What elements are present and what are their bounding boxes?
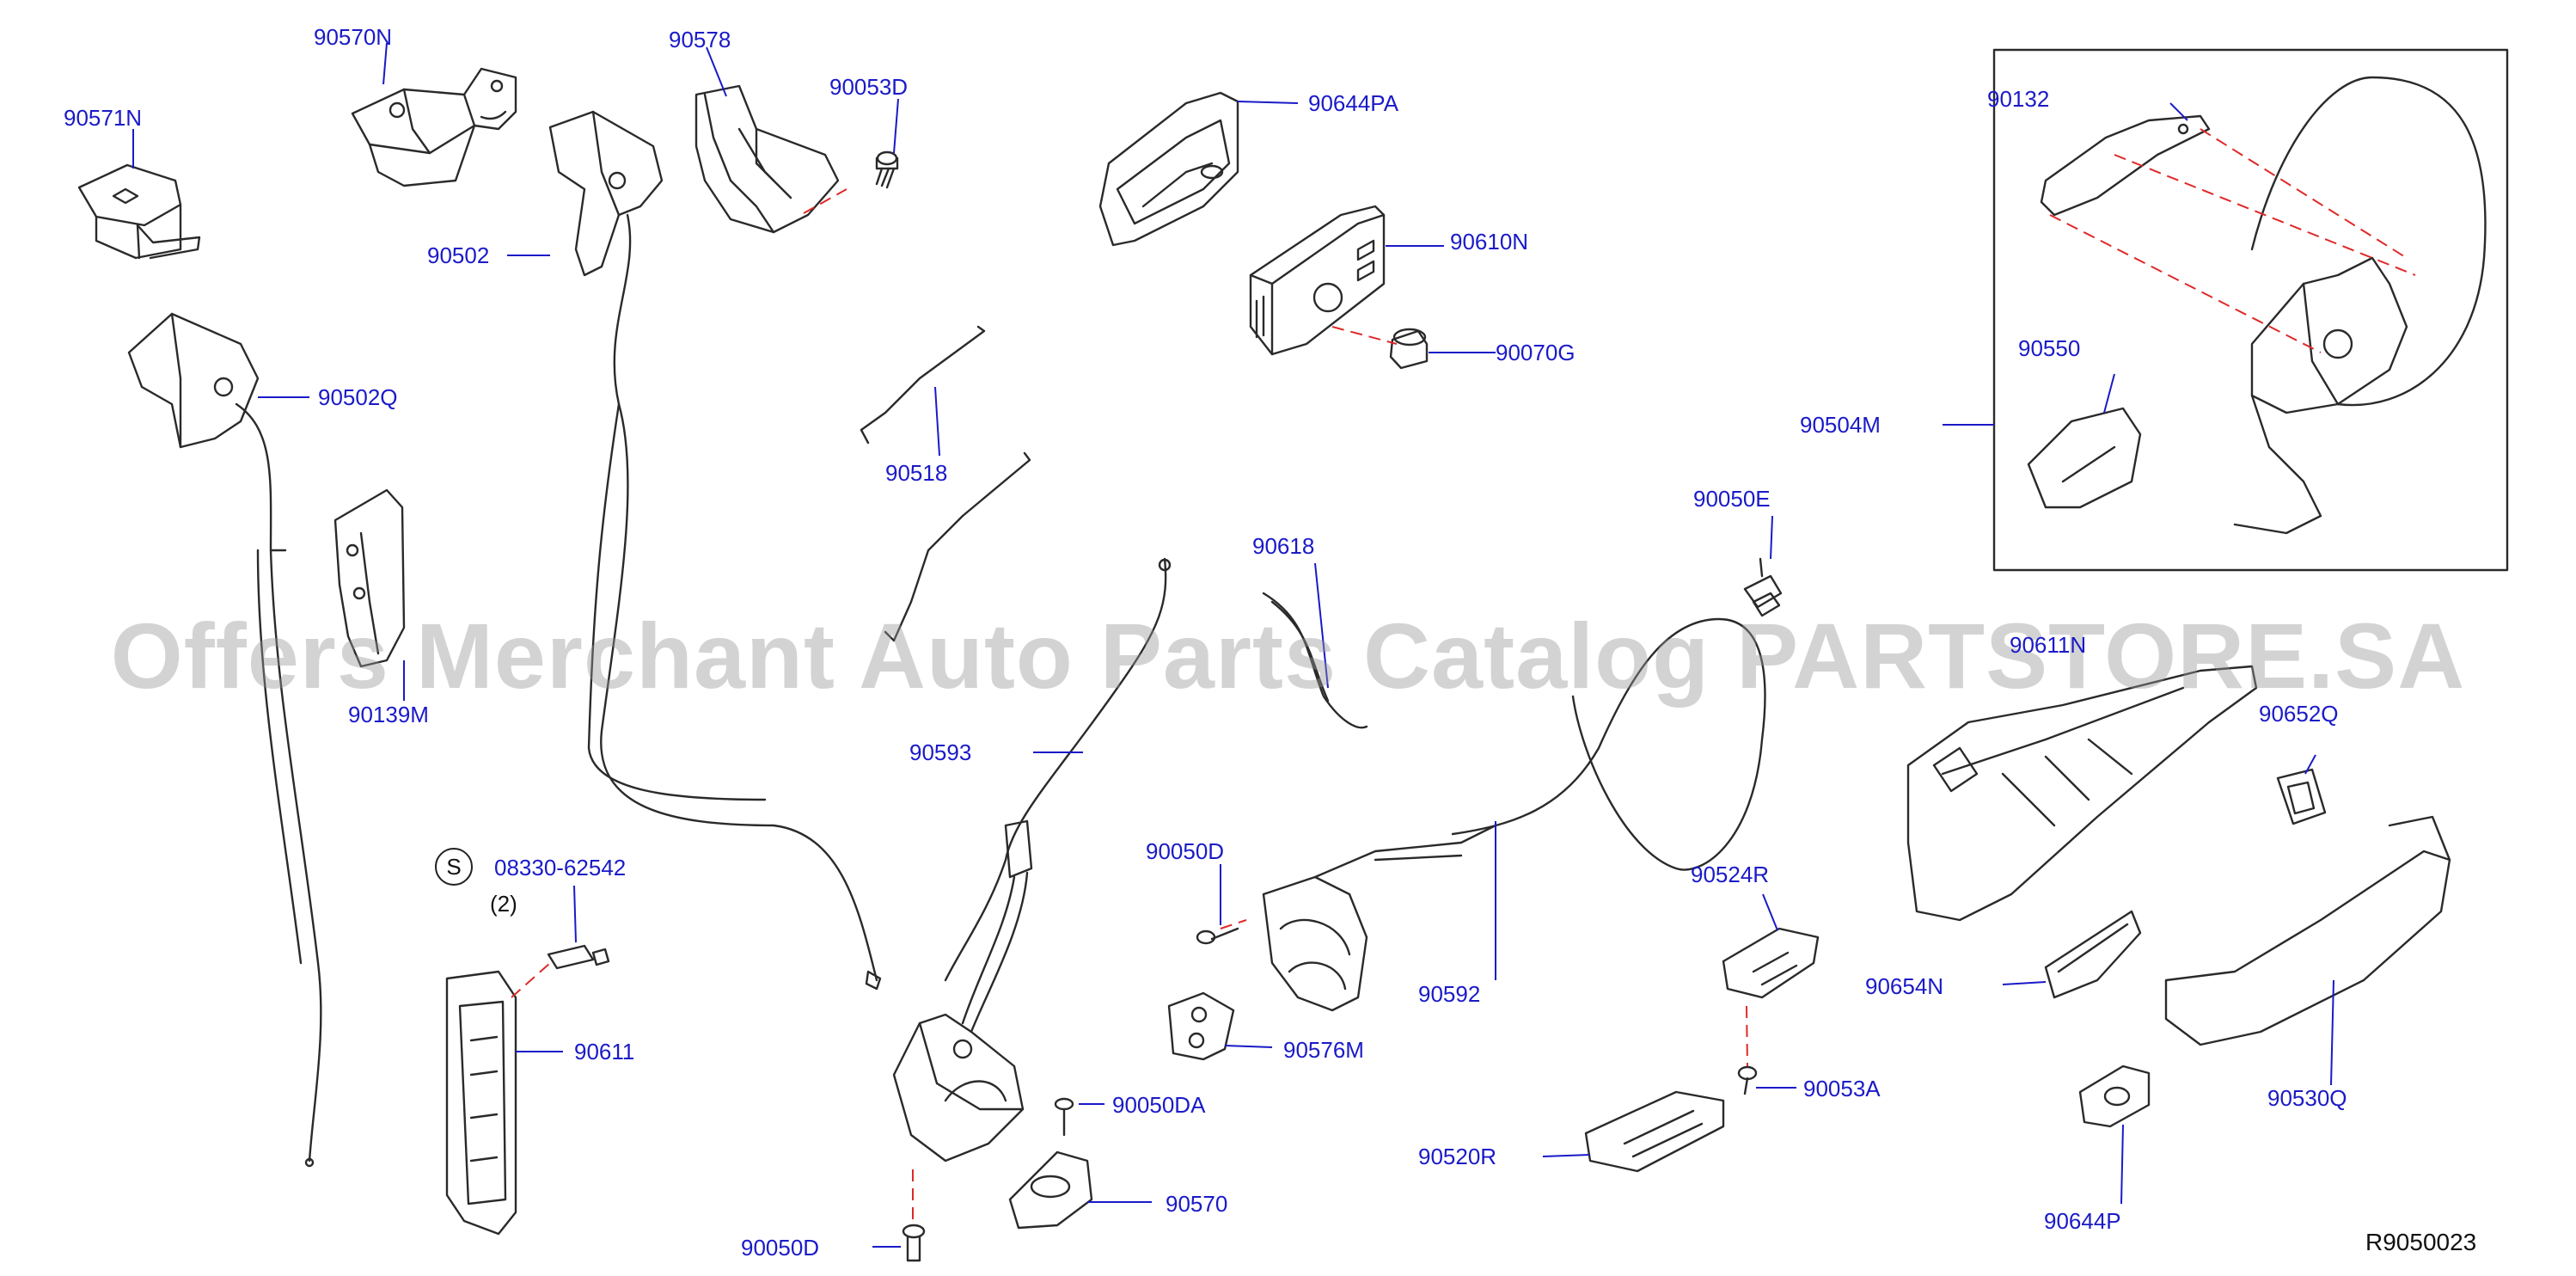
part-label-90518[interactable]: 90518	[885, 460, 948, 486]
outside-handle-90530q-icon	[2164, 815, 2451, 1046]
part-label-90644pa[interactable]: 90644PA	[1308, 90, 1399, 116]
screw-quantity-text: (2)	[490, 891, 517, 917]
screw-90050da-icon	[1054, 1097, 1074, 1137]
part-label-90502[interactable]: 90502	[427, 242, 490, 268]
bracket-90571n-icon	[77, 163, 201, 260]
screw-symbol-badge: S	[435, 848, 473, 886]
part-label-90610n[interactable]: 90610N	[1450, 229, 1529, 255]
bracket-90132-icon	[2040, 114, 2211, 217]
rod-90502q-icon	[127, 312, 322, 1168]
part-label-90050da[interactable]: 90050DA	[1112, 1092, 1206, 1118]
part-label-90520r[interactable]: 90520R	[1418, 1144, 1497, 1169]
part-label-90644p[interactable]: 90644P	[2044, 1208, 2121, 1234]
part-label-90132[interactable]: 90132	[1987, 86, 2050, 112]
inside-handle-90644pa-icon	[1098, 91, 1239, 247]
part-label-90592[interactable]: 90592	[1418, 981, 1481, 1007]
gasket-90652q-icon	[2276, 768, 2327, 825]
bracket-90139m-icon	[333, 488, 406, 668]
part-label-90652q[interactable]: 90652Q	[2259, 701, 2339, 727]
part-label-90070g[interactable]: 90070G	[1496, 340, 1576, 365]
part-label-90504m[interactable]: 90504M	[1800, 412, 1881, 438]
part-label-90524r[interactable]: 90524R	[1691, 862, 1770, 887]
bolt-90050d-bottom-icon	[902, 1224, 926, 1262]
part-label-90611[interactable]: 90611	[574, 1039, 635, 1064]
part-label-90611n[interactable]: 90611N	[2010, 632, 2087, 658]
handle-base-90611-icon	[445, 970, 517, 1236]
part-label-90053d[interactable]: 90053D	[829, 74, 909, 100]
part-label-90139m[interactable]: 90139M	[348, 702, 429, 727]
lock-cable-90502-icon	[548, 110, 882, 991]
door-latch-icon	[892, 819, 1033, 1163]
screw-08330-62542-icon	[547, 944, 610, 970]
part-label-90570[interactable]: 90570	[1166, 1191, 1228, 1217]
diagram-code: R9050023	[2365, 1229, 2477, 1255]
screw-90050d-mid-icon	[1196, 927, 1239, 945]
clip-90618-icon	[1262, 592, 1368, 729]
plate-90576m-icon	[1167, 991, 1235, 1061]
part-label-90578[interactable]: 90578	[669, 27, 731, 52]
part-label-90570n[interactable]: 90570N	[314, 24, 393, 50]
outside-handle-frame-90611n-icon	[1906, 665, 2258, 922]
rod-90518-icon	[860, 325, 1031, 642]
cover-90578-icon	[694, 84, 840, 234]
bracket-90524r-icon	[1722, 927, 1820, 999]
part-label-90050d-mid[interactable]: 90050D	[1146, 838, 1225, 864]
part-label-90530q[interactable]: 90530Q	[2267, 1085, 2347, 1111]
watermark-text: Offers Merchant Auto Parts Catalog PARTS…	[110, 604, 2466, 708]
bracket-90570n-icon	[351, 67, 517, 187]
part-label-90576m[interactable]: 90576M	[1283, 1037, 1364, 1063]
screw-90053a-icon	[1737, 1065, 1758, 1095]
part-label-90571n[interactable]: 90571N	[64, 105, 143, 131]
part-label-90593[interactable]: 90593	[909, 739, 972, 765]
part-label-90050e[interactable]: 90050E	[1693, 486, 1771, 512]
part-label-08330-62542[interactable]: 08330-62542	[494, 855, 627, 880]
clip-90050e-icon	[1743, 557, 1783, 609]
part-label-90053a[interactable]: 90053A	[1803, 1076, 1881, 1101]
part-label-90502q[interactable]: 90502Q	[318, 384, 398, 410]
cap-90644p-icon	[2078, 1064, 2151, 1128]
part-label-90618[interactable]: 90618	[1252, 533, 1315, 559]
cable-90592-icon	[1451, 592, 1781, 871]
latch-assembly-90504m-icon	[1992, 48, 2509, 572]
screw-90053d-icon	[875, 150, 899, 189]
actuator-90610n-icon	[1249, 205, 1386, 356]
actuator-90550-icon	[2027, 407, 2142, 509]
gasket-90654n-icon	[2044, 910, 2142, 999]
striker-90570-icon	[1008, 1150, 1093, 1230]
gasket-90520r-icon	[1584, 1090, 1725, 1173]
latch-housing-icon	[1262, 824, 1497, 1012]
grommet-90070g-icon	[1389, 328, 1429, 370]
part-label-90050d-bottom[interactable]: 90050D	[741, 1235, 820, 1261]
part-label-90550[interactable]: 90550	[2018, 335, 2081, 361]
cable-90593-icon	[944, 557, 1172, 982]
part-label-90654n[interactable]: 90654N	[1865, 973, 1944, 999]
